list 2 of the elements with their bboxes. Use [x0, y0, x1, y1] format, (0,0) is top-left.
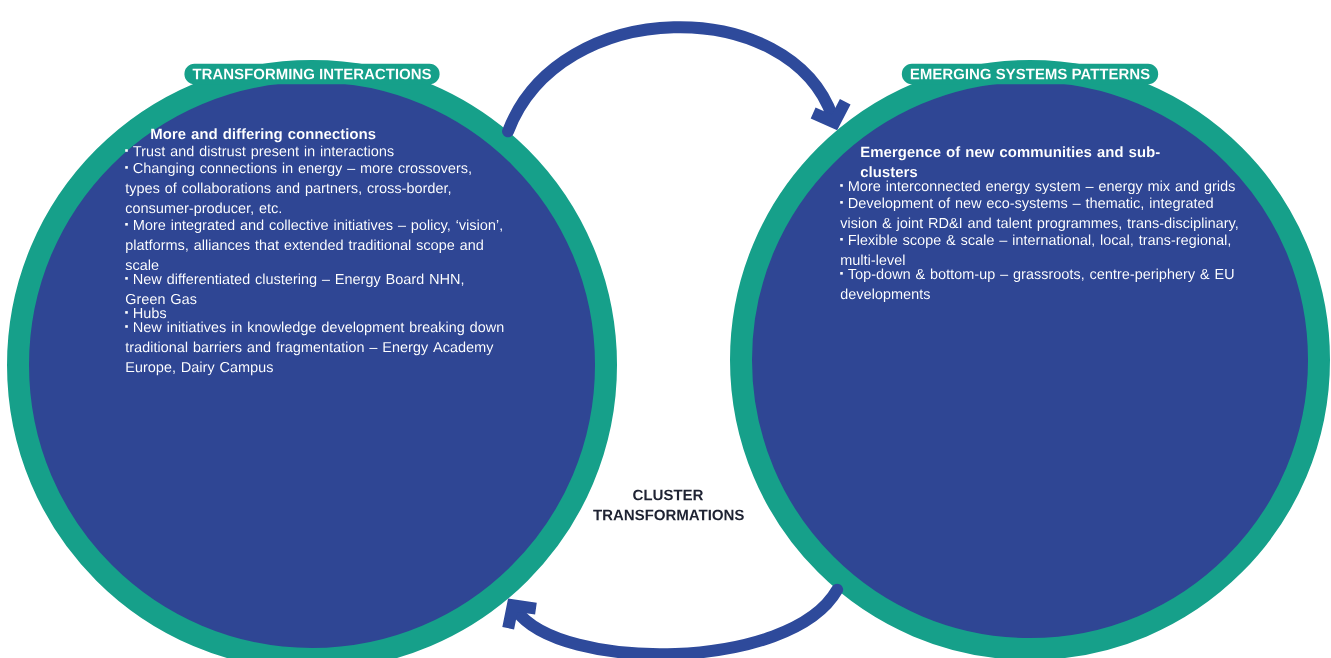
center-label: CLUSTER TRANSFORMATIONS [593, 489, 744, 521]
arrow [502, 21, 851, 138]
